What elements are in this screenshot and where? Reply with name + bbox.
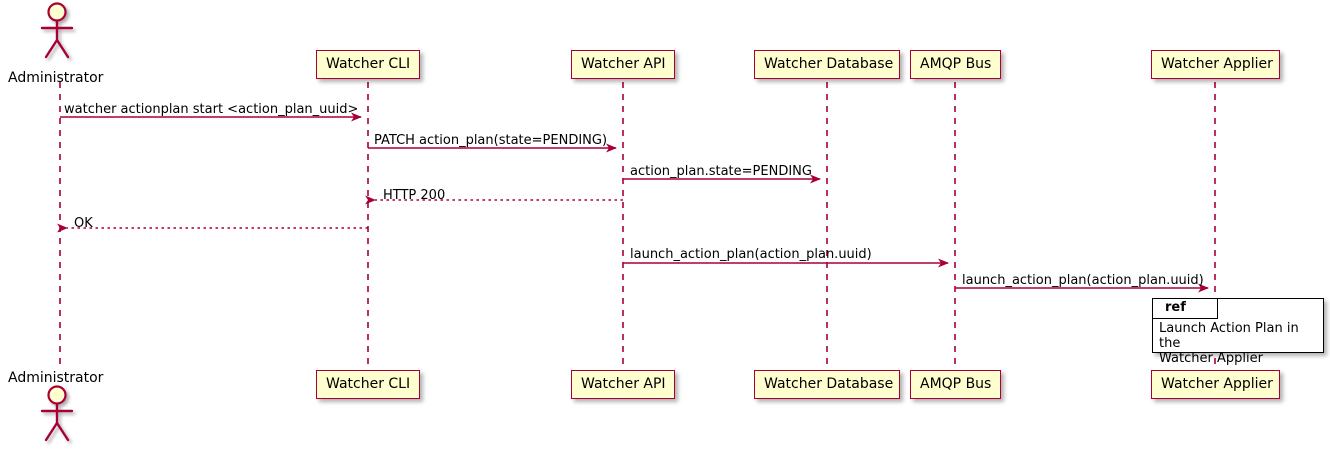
ref-fragment-tag: ref	[1165, 300, 1186, 315]
participant-label: Watcher Applier	[1161, 56, 1273, 72]
participant-box-watcher-cli-top[interactable]: Watcher CLI	[316, 50, 420, 79]
participant-box-watcher-applier-top[interactable]: Watcher Applier	[1151, 50, 1280, 79]
message-label-3: action_plan.state=PENDING	[630, 164, 812, 179]
participant-label: Watcher API	[581, 56, 666, 72]
participant-box-watcher-api-top[interactable]: Watcher API	[571, 50, 675, 79]
actor-figure-administrator-bottom	[40, 385, 74, 442]
participant-label: Watcher Applier	[1161, 376, 1273, 392]
participant-box-watcher-cli-bottom[interactable]: Watcher CLI	[316, 370, 420, 399]
actor-label-administrator-bottom: Administrator	[8, 370, 104, 386]
participant-box-watcher-api-bottom[interactable]: Watcher API	[571, 370, 675, 399]
message-label-7: launch_action_plan(action_plan.uuid)	[962, 273, 1204, 288]
participant-label: AMQP Bus	[920, 376, 992, 392]
ref-fragment-line-2: Watcher Applier	[1159, 351, 1263, 366]
participant-box-watcher-database-bottom[interactable]: Watcher Database	[754, 370, 900, 399]
participant-box-watcher-database-top[interactable]: Watcher Database	[754, 50, 900, 79]
participant-label: AMQP Bus	[920, 56, 992, 72]
actor-label-administrator-top: Administrator	[8, 70, 104, 86]
participant-label: Watcher Database	[764, 376, 894, 392]
participant-box-watcher-applier-bottom[interactable]: Watcher Applier	[1151, 370, 1280, 399]
participant-label: Watcher CLI	[326, 56, 411, 72]
participant-label: Watcher CLI	[326, 376, 411, 392]
participant-label: Watcher Database	[764, 56, 894, 72]
actor-figure-administrator-top	[40, 2, 74, 59]
message-label-2: PATCH action_plan(state=PENDING)	[374, 133, 608, 148]
ref-fragment-line-1: Launch Action Plan in the	[1159, 321, 1299, 351]
ref-fragment: ref Launch Action Plan in the Watcher Ap…	[1152, 298, 1324, 366]
message-arrows	[57, 112, 1209, 293]
ref-fragment-tab	[1153, 299, 1218, 319]
participant-box-amqp-bus-top[interactable]: AMQP Bus	[910, 50, 1001, 79]
participant-label: Watcher API	[581, 376, 666, 392]
message-label-6: launch_action_plan(action_plan.uuid)	[630, 247, 872, 262]
message-label-4: HTTP 200	[383, 188, 446, 203]
message-label-1: watcher actionplan start <action_plan_uu…	[64, 102, 359, 117]
participant-box-amqp-bus-bottom[interactable]: AMQP Bus	[910, 370, 1001, 399]
message-label-5: OK	[74, 216, 93, 231]
ref-fragment-text: Launch Action Plan in the Watcher Applie…	[1159, 321, 1317, 366]
lifelines	[59, 82, 1216, 370]
